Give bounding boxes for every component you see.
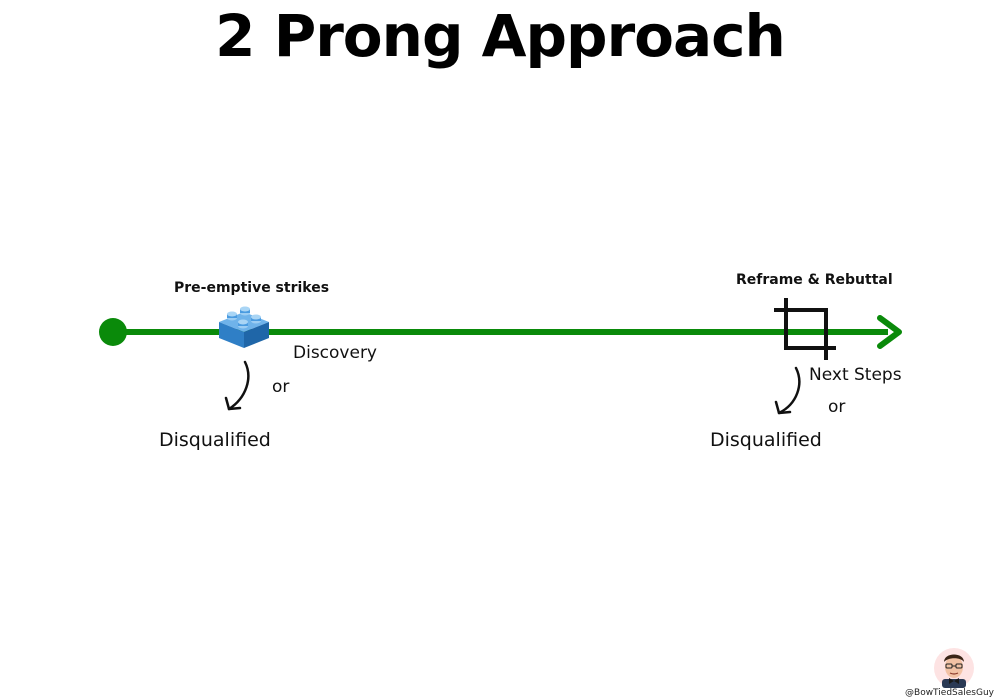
down-curve-arrow-2 bbox=[774, 366, 801, 415]
down-curve-arrow-1 bbox=[224, 360, 250, 411]
stage1-label: Pre-emptive strikes bbox=[174, 280, 330, 296]
page-title: 2 Prong Approach bbox=[215, 2, 786, 70]
stage1-or-label: or bbox=[272, 377, 290, 397]
crop-icon bbox=[774, 298, 836, 360]
author-handle: @BowTiedSalesGuy bbox=[905, 688, 994, 698]
stage1-disqualified-label: Disqualified bbox=[159, 429, 271, 451]
discovery-label: Discovery bbox=[293, 343, 377, 363]
timeline-start-dot bbox=[99, 318, 127, 346]
stage2-disqualified-label: Disqualified bbox=[710, 429, 822, 451]
bowtied-avatar-icon bbox=[934, 648, 974, 688]
timeline-arrowhead bbox=[877, 315, 902, 349]
stage2-label: Reframe & Rebuttal bbox=[736, 272, 893, 288]
lego-brick-icon bbox=[219, 306, 269, 348]
stage2-or-label: or bbox=[828, 397, 846, 417]
next-steps-label: Next Steps bbox=[809, 365, 902, 385]
